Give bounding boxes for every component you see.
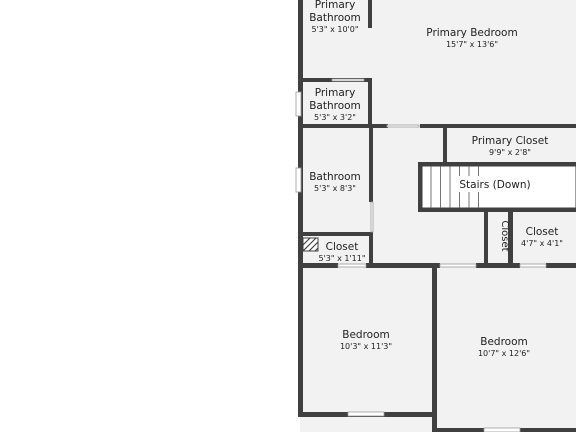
room-name-closet-right: Closet <box>526 226 559 238</box>
room-dims-primary-closet: 9'9" x 2'8" <box>489 148 531 157</box>
room-name-closet-vertical: Closet <box>499 220 510 251</box>
room-dims-primary-bathroom-mid: 5'3" x 3'2" <box>314 113 356 122</box>
hatched-chase <box>302 237 319 252</box>
room-dims-bedroom-right: 10'7" x 12'6" <box>478 349 530 358</box>
room-name-bedroom-left: Bedroom <box>342 329 390 341</box>
room-dims-bedroom-left: 10'3" x 11'3" <box>340 342 392 351</box>
room-dims-primary-bathroom-top: 5'3" x 10'0" <box>311 25 358 34</box>
room-dims-primary-bedroom: 15'7" x 13'6" <box>446 40 498 49</box>
room-name-primary-bathroom-top-line2: Bathroom <box>309 12 361 24</box>
room-name-bedroom-right: Bedroom <box>480 336 528 348</box>
stairs-label: Stairs (Down) <box>459 179 530 191</box>
room-name-bathroom: Bathroom <box>309 171 361 183</box>
room-dims-closet-right: 4'7" x 4'1" <box>521 239 563 248</box>
room-dims-closet-hall: 5'3" x 1'11" <box>318 254 365 263</box>
stairs-label-bg <box>458 176 532 192</box>
room-name-primary-closet: Primary Closet <box>472 135 549 147</box>
room-name-primary-bathroom-mid-line1: Primary <box>315 87 356 99</box>
openings <box>295 78 547 432</box>
room-name-primary-bathroom-top-line1: Primary <box>315 0 356 11</box>
room-name-primary-bedroom: Primary Bedroom <box>426 27 517 39</box>
room-name-closet-hall: Closet <box>326 241 359 253</box>
room-dims-bathroom: 5'3" x 8'3" <box>314 184 356 193</box>
floor-area <box>300 0 576 432</box>
room-name-primary-bathroom-mid-line2: Bathroom <box>309 100 361 112</box>
